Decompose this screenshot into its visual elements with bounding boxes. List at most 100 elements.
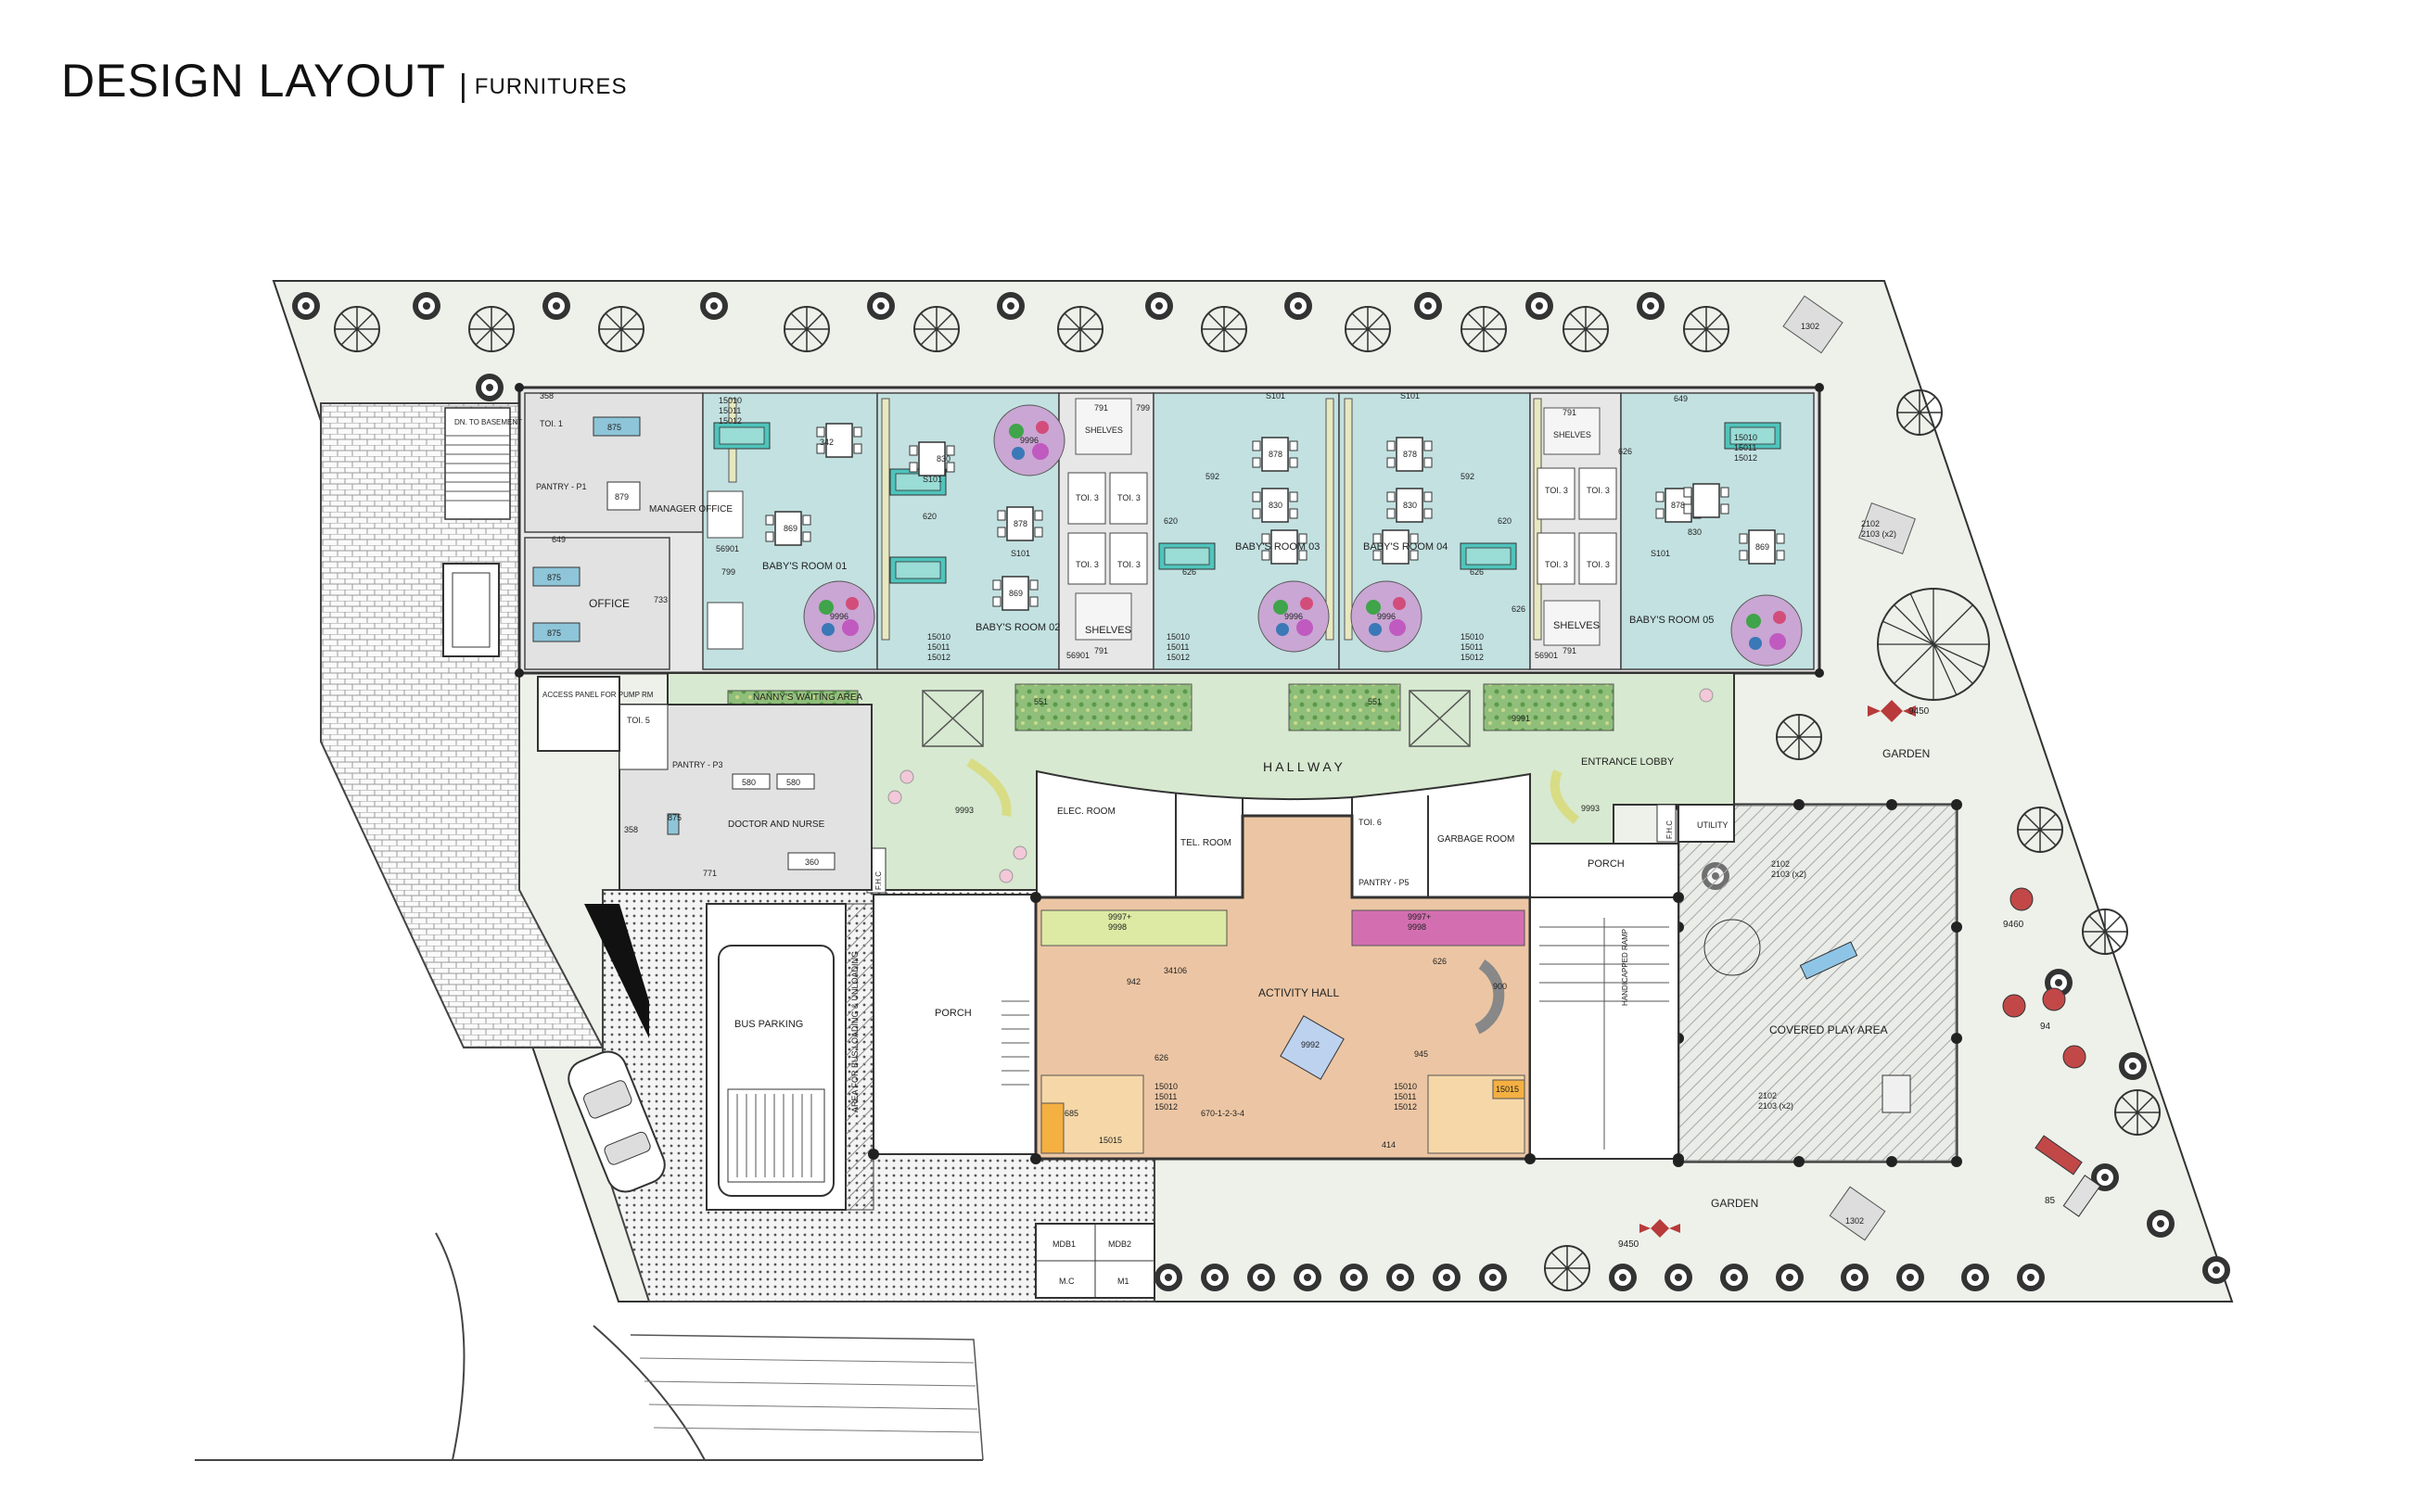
code-label: 15012 [719,416,742,426]
code-label: 15011 [927,642,950,652]
code-label: S101 [1400,391,1420,400]
code-label: 875 [547,629,561,638]
tel-room-label: TEL. ROOM [1180,838,1231,848]
code-label: 9998 [1108,922,1127,932]
office-label: OFFICE [589,597,630,610]
entrance-lobby-label: ENTRANCE LOBBY [1581,756,1675,768]
code-label: 15011 [1394,1092,1416,1101]
toilet-label: TOI. 3 [1545,560,1568,569]
code-label: 15010 [1167,632,1190,642]
code-label: 15015 [1099,1136,1122,1145]
basement-label: DN. TO BASEMENT [454,418,522,426]
shelves-label: SHELVES [1553,620,1600,631]
office-room [524,537,670,670]
office-desks [532,416,641,642]
toilet-label: TOI. 5 [627,716,650,725]
porch-label: PORCH [1588,858,1625,870]
porch-west [873,894,1037,1155]
code-label: 878 [1014,519,1027,528]
code-label: 649 [552,535,566,544]
code-label: 626 [1470,567,1484,577]
code-label: 875 [607,423,621,432]
code-label: 2102 [1758,1091,1777,1100]
code-label: 791 [1563,408,1576,417]
code-label: 830 [1403,501,1417,510]
toilet-label: TOI. 3 [1117,493,1141,502]
toilet-label: TOI. 3 [1545,486,1568,495]
code-label: 869 [784,524,797,533]
code-label: 620 [923,512,937,521]
code-label: 551 [1368,697,1382,706]
code-label: 1302 [1845,1216,1864,1226]
header: DESIGN LAYOUT | FURNITURES [61,57,627,104]
utility-label: UTILITY [1697,820,1729,830]
code-label: 9997+ [1108,912,1131,921]
code-label: 791 [1094,403,1108,413]
toilet-label: TOI. 6 [1359,818,1382,827]
code-label: 942 [1127,977,1141,986]
baby-room-03-label: BABY'S ROOM 03 [1235,541,1320,553]
code-label: 56901 [716,544,739,553]
mdb2-label: MDB2 [1108,1239,1131,1249]
code-label: 9996 [830,612,848,621]
shelves-label: SHELVES [1553,430,1591,439]
code-label: 9992 [1301,1040,1320,1049]
play-equipment-icon [1639,700,2101,1238]
toilet-label: TOI. 3 [1117,560,1141,569]
code-label: 2103 (x2) [1758,1101,1793,1111]
code-label: 626 [1512,604,1525,614]
code-label: 670-1-2-3-4 [1201,1109,1244,1118]
code-label: 9993 [1581,804,1600,813]
code-label: 9450 [1908,706,1930,717]
toilet-label: TOI. 3 [1076,493,1099,502]
code-label: 592 [1206,472,1219,481]
code-label: 830 [937,454,950,464]
page-subtitle: FURNITURES [474,74,628,99]
code-label: S101 [923,475,942,484]
hallway-label: H A L L W A Y [1263,759,1344,774]
code-label: 551 [1034,697,1048,706]
code-label: 15012 [927,653,950,662]
code-label: 799 [721,567,735,577]
code-label: 9991 [1512,714,1530,723]
code-label: 15010 [1734,433,1757,442]
code-label: 9996 [1377,612,1396,621]
m1-label: M1 [1117,1277,1129,1286]
page-title: DESIGN LAYOUT [61,55,446,107]
toilet-label: TOI. 3 [1587,560,1610,569]
porch-label: PORCH [935,1008,972,1019]
mc-label: M.C [1059,1277,1075,1286]
code-label: 9450 [1618,1239,1639,1250]
nanny-waiting-label: NANNY'S WAITING AREA [753,692,863,703]
garden-label: GARDEN [1882,747,1930,760]
code-label: 945 [1414,1049,1428,1059]
code-label: 414 [1382,1140,1396,1150]
garden-label: GARDEN [1711,1197,1758,1210]
code-label: S101 [1011,549,1030,558]
code-label: 875 [668,813,682,822]
fhc-label: F.H.C [1665,820,1674,839]
planter [1483,683,1614,731]
code-label: 875 [547,573,561,582]
mdb1-label: MDB1 [1052,1239,1076,1249]
code-label: 620 [1164,516,1178,526]
code-label: 15010 [1394,1082,1417,1091]
code-label: 9996 [1284,612,1303,621]
code-label: 56901 [1535,651,1558,660]
code-label: 15011 [1167,642,1189,652]
code-label: 626 [1618,447,1632,456]
code-label: 879 [615,492,629,502]
fhc-label: F.H.C [874,871,883,890]
code-label: 15011 [1461,642,1483,652]
planter [1288,683,1401,731]
code-label: 358 [624,825,638,834]
code-label: 9460 [2003,920,2024,930]
code-label: 626 [1433,957,1447,966]
planter [1014,683,1193,731]
access-panel-label: ACCESS PANEL FOR PUMP RM [542,691,654,699]
code-label: 592 [1461,472,1474,481]
code-label: 830 [1688,527,1702,537]
code-label: 360 [805,858,819,867]
code-label: 94 [2040,1022,2051,1032]
